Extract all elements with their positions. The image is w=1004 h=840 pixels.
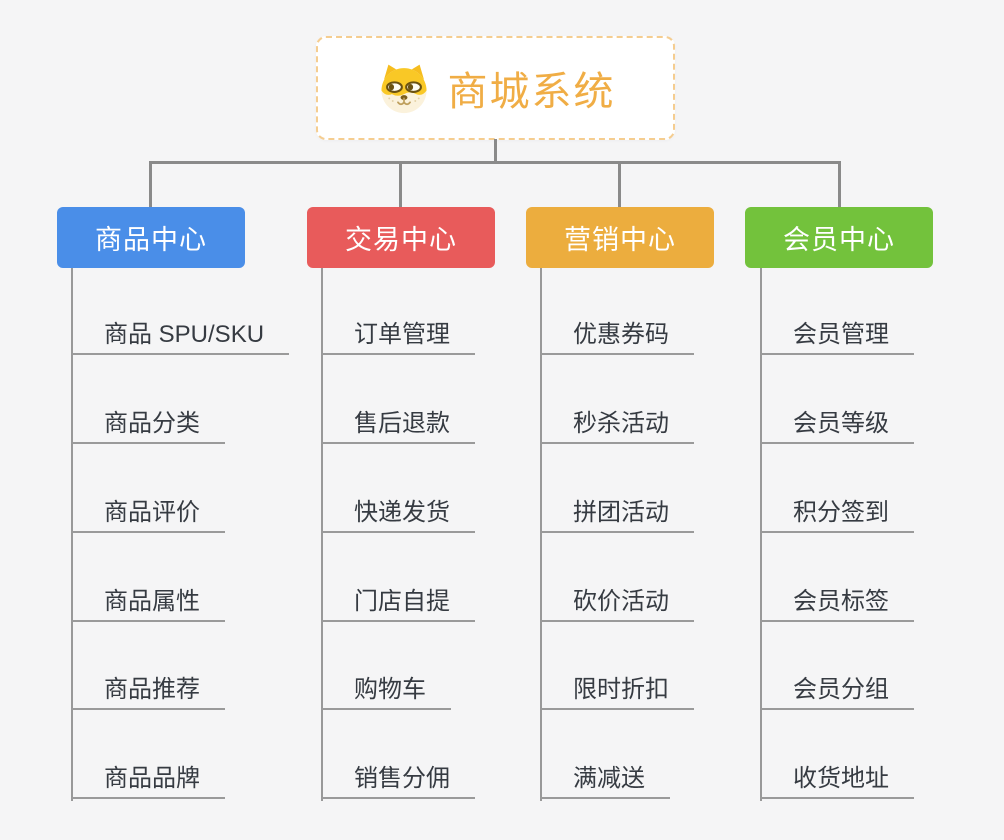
connector-drop-product [149, 161, 152, 208]
child-topic[interactable]: 门店自提 [321, 584, 475, 622]
branch-label: 会员中心 [783, 225, 895, 255]
spine-marketing [540, 268, 542, 801]
child-topic[interactable]: 会员标签 [760, 584, 914, 622]
child-topic[interactable]: 商品推荐 [71, 672, 225, 710]
connector-bus [149, 161, 841, 164]
child-topic[interactable]: 拼团活动 [540, 495, 694, 533]
branch-label: 交易中心 [345, 225, 457, 255]
branch-node-trade-center[interactable]: 交易中心 [307, 207, 495, 268]
child-topic[interactable]: 会员管理 [760, 317, 914, 355]
child-topic[interactable]: 快递发货 [321, 495, 475, 533]
connector-drop-marketing [618, 161, 621, 208]
root-title: 商城系统 [447, 70, 616, 114]
branch-node-marketing-center[interactable]: 营销中心 [526, 207, 714, 268]
child-topic[interactable]: 商品分类 [71, 406, 225, 444]
child-topic[interactable]: 售后退款 [321, 406, 475, 444]
child-topic[interactable]: 砍价活动 [540, 584, 694, 622]
child-topic[interactable]: 商品评价 [71, 495, 225, 533]
branch-node-member-center[interactable]: 会员中心 [745, 207, 933, 268]
spine-trade [321, 268, 323, 801]
branch-label: 商品中心 [95, 225, 207, 255]
connector-drop-member [838, 161, 841, 208]
child-topic[interactable]: 会员分组 [760, 672, 914, 710]
root-node[interactable]: 商城系统 [316, 36, 675, 140]
connector-drop-trade [399, 161, 402, 208]
spine-product [71, 268, 73, 801]
child-topic[interactable]: 秒杀活动 [540, 406, 694, 444]
branch-node-product-center[interactable]: 商品中心 [57, 207, 245, 268]
child-topic[interactable]: 限时折扣 [540, 672, 694, 710]
connector-root-drop [494, 139, 497, 163]
child-topic[interactable]: 商品品牌 [71, 761, 225, 799]
child-topic[interactable]: 购物车 [321, 672, 451, 710]
child-topic[interactable]: 销售分佣 [321, 761, 475, 799]
doge-icon [380, 64, 427, 114]
spine-member [760, 268, 762, 801]
child-topic[interactable]: 商品属性 [71, 584, 225, 622]
child-topic[interactable]: 满减送 [540, 761, 670, 799]
child-topic[interactable]: 积分签到 [760, 495, 914, 533]
child-topic[interactable]: 收货地址 [760, 761, 914, 799]
child-topic[interactable]: 优惠券码 [540, 317, 694, 355]
branch-label: 营销中心 [564, 225, 676, 255]
child-topic[interactable]: 会员等级 [760, 406, 914, 444]
child-topic[interactable]: 订单管理 [321, 317, 475, 355]
child-topic[interactable]: 商品 SPU/SKU [71, 317, 290, 355]
